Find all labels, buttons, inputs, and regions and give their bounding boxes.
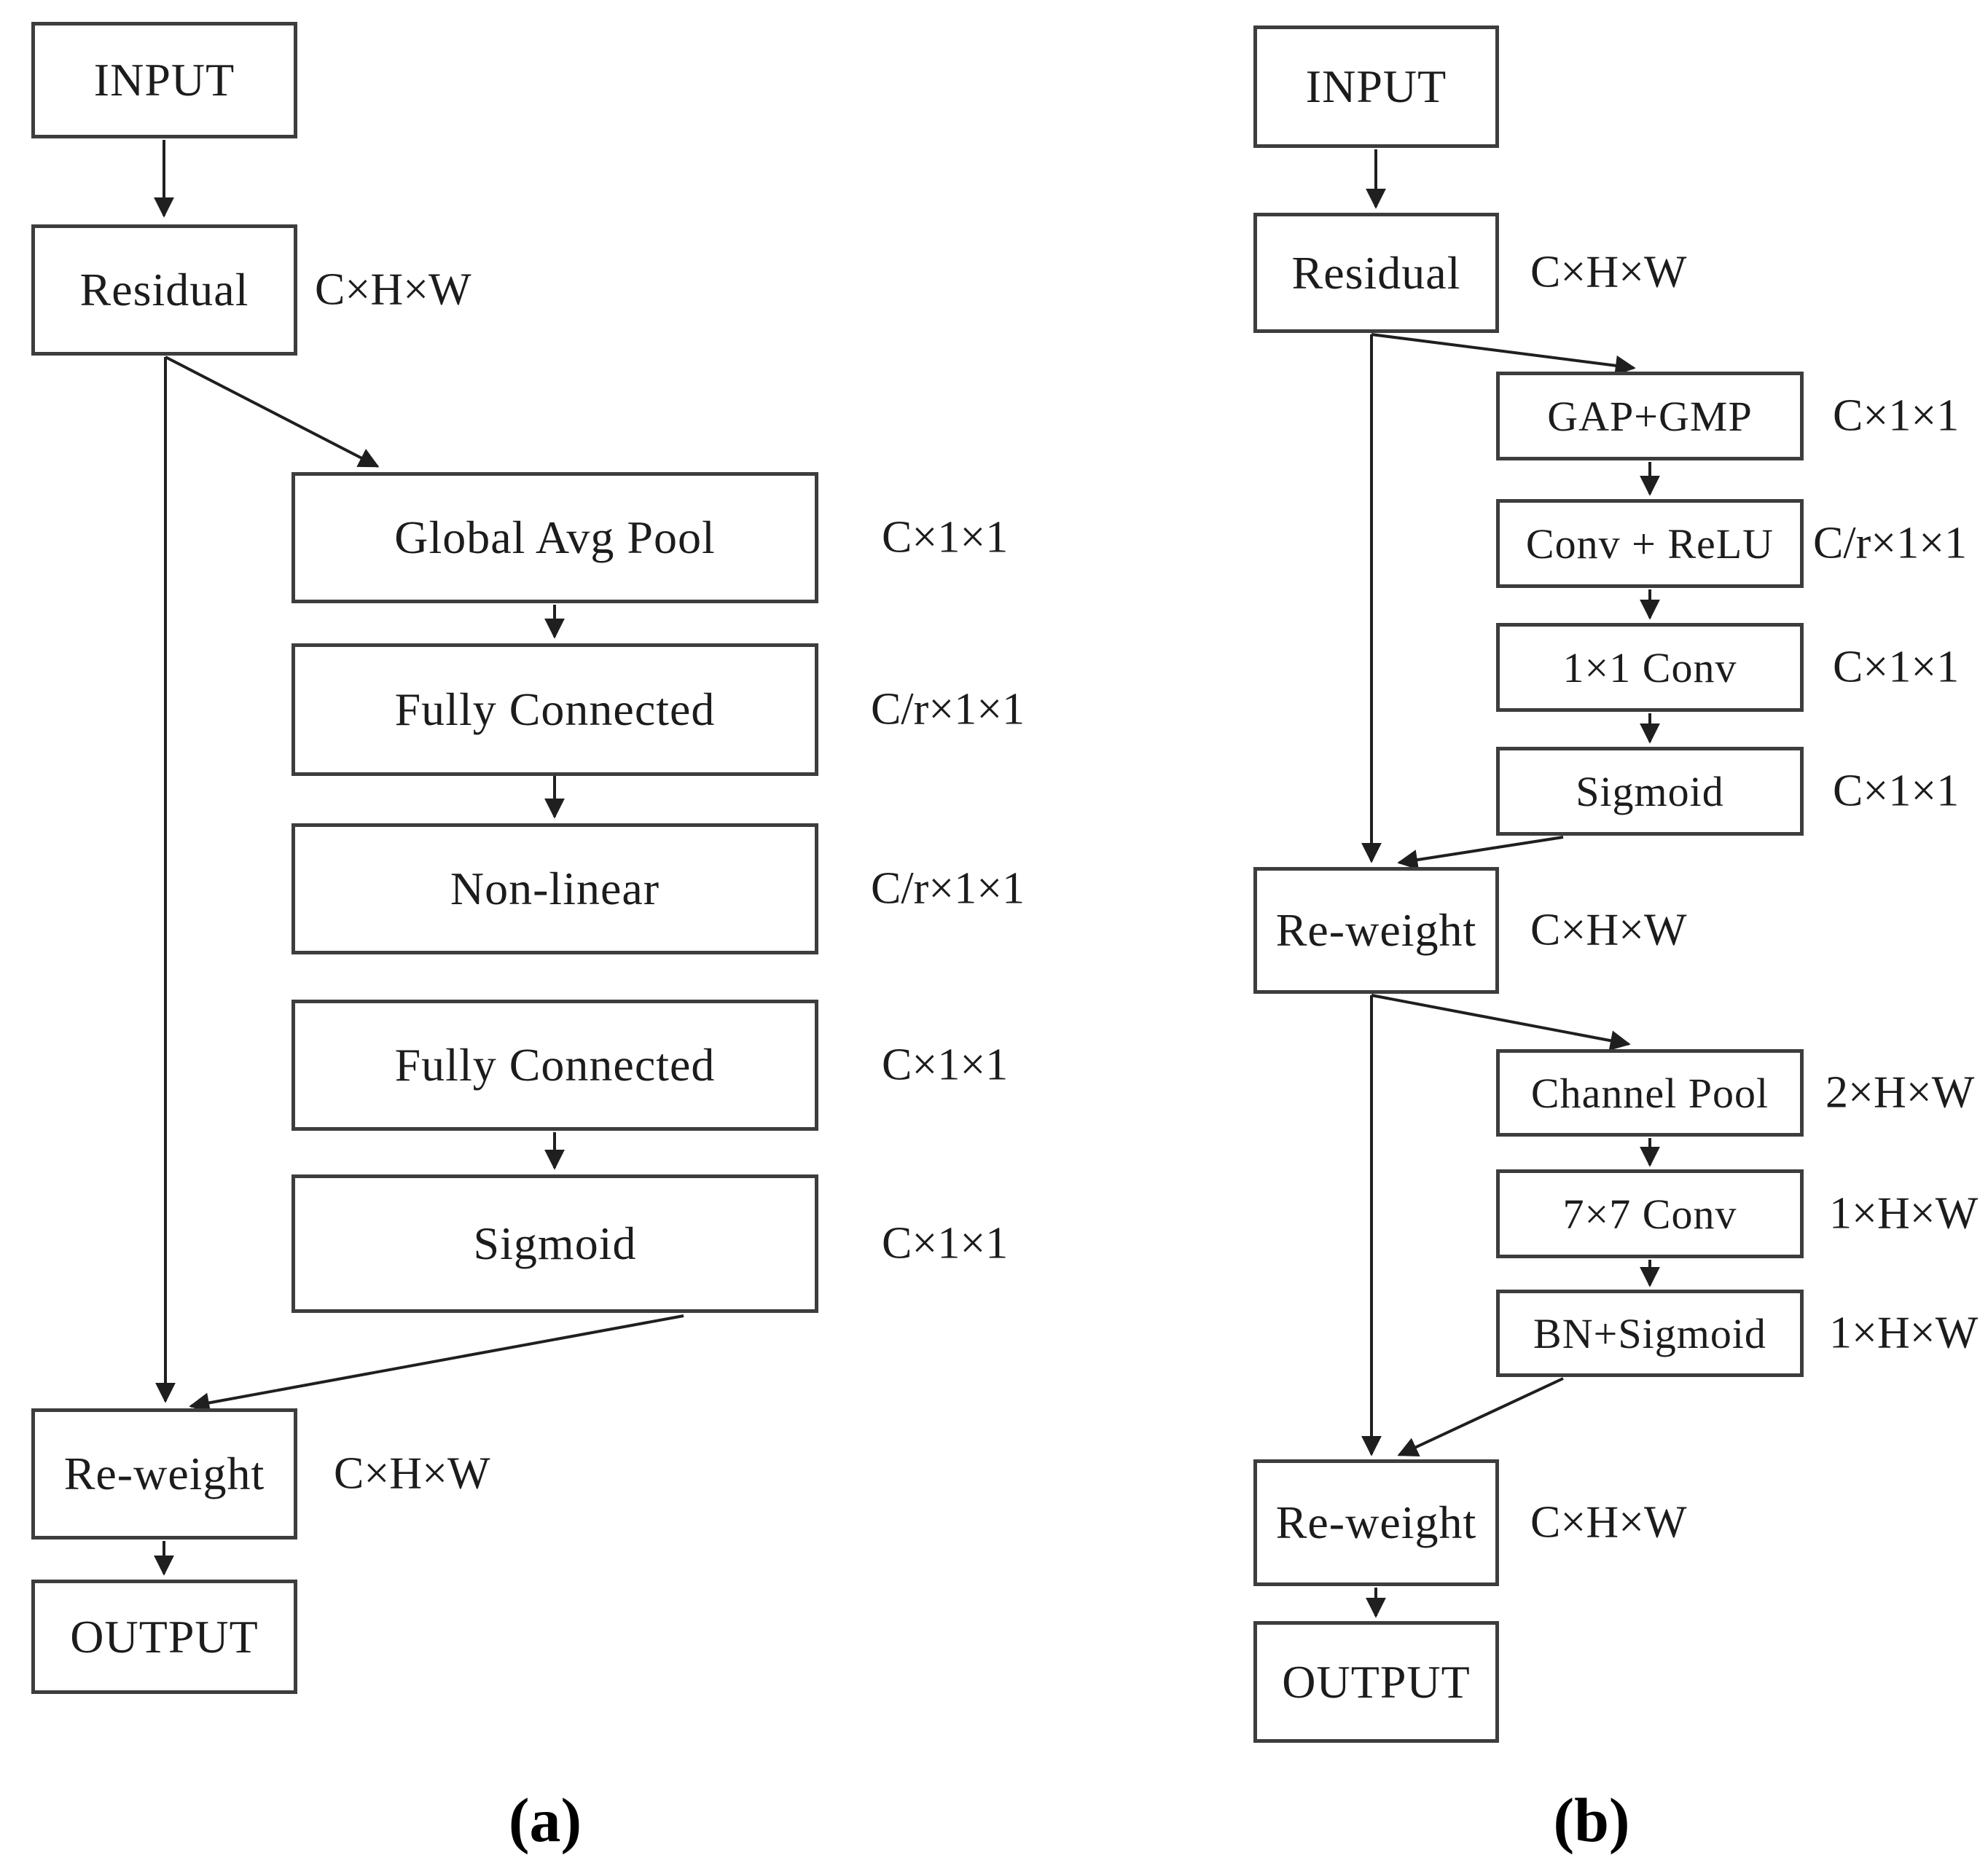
node-7x7-conv-b: 7×7 Conv <box>1496 1169 1804 1258</box>
node-reweight2-b: Re-weight <box>1253 1459 1499 1586</box>
node-bn-sigmoid-b: BN+Sigmoid <box>1496 1290 1804 1377</box>
caption-panel-b: (b) <box>1553 1785 1630 1855</box>
node-reweight-a: Re-weight <box>31 1408 297 1539</box>
node-fully-connected2-a: Fully Connected <box>291 1000 818 1131</box>
dim-sigmoid-a: C×1×1 <box>882 1218 1009 1268</box>
connectors-panel-a <box>154 140 684 1576</box>
dim-conv-relu-b: C/r×1×1 <box>1813 518 1968 568</box>
node-input-a: INPUT <box>31 22 297 138</box>
node-1x1-conv-b: 1×1 Conv <box>1496 623 1804 712</box>
arrow-residual-to-globalavgpool-a <box>165 356 380 468</box>
node-reweight1-b: Re-weight <box>1253 867 1499 994</box>
arrow-reweight1-to-channelpool-b <box>1371 994 1631 1051</box>
connectors-panel-b <box>1361 149 1660 1618</box>
node-gap-gmp-b: GAP+GMP <box>1496 372 1804 460</box>
dim-non-linear-a: C/r×1×1 <box>871 863 1025 914</box>
node-global-avg-pool-a: Global Avg Pool <box>291 472 818 603</box>
dim-sigmoid-b: C×1×1 <box>1833 766 1960 816</box>
dim-reweight1-b: C×H×W <box>1530 905 1687 955</box>
dim-bn-sigmoid-b: 1×H×W <box>1829 1308 1979 1358</box>
node-residual-a: Residual <box>31 224 297 356</box>
dim-1x1-conv-b: C×1×1 <box>1833 642 1960 692</box>
node-non-linear-a: Non-linear <box>291 823 818 954</box>
node-sigmoid-a: Sigmoid <box>291 1174 818 1313</box>
dim-channel-pool-b: 2×H×W <box>1825 1067 1975 1118</box>
node-sigmoid-b: Sigmoid <box>1496 747 1804 836</box>
arrow-bnsigmoid-to-reweight2-b <box>1397 1377 1564 1457</box>
node-output-a: OUTPUT <box>31 1580 297 1694</box>
node-input-b: INPUT <box>1253 26 1499 148</box>
dim-reweight-a: C×H×W <box>334 1448 490 1499</box>
arrow-sigmoid-to-reweight-a <box>189 1314 684 1413</box>
dim-fully-connected2-a: C×1×1 <box>882 1040 1009 1090</box>
node-residual-b: Residual <box>1253 213 1499 333</box>
dim-7x7-conv-b: 1×H×W <box>1829 1188 1979 1239</box>
node-conv-relu-b: Conv + ReLU <box>1496 499 1804 588</box>
node-fully-connected1-a: Fully Connected <box>291 643 818 776</box>
dim-residual-a: C×H×W <box>315 264 471 315</box>
dim-fully-connected1-a: C/r×1×1 <box>871 684 1025 734</box>
node-output-b: OUTPUT <box>1253 1621 1499 1743</box>
dim-reweight2-b: C×H×W <box>1530 1497 1687 1548</box>
caption-panel-a: (a) <box>508 1785 582 1855</box>
arrow-sigmoid-to-reweight1-b <box>1397 836 1564 870</box>
dim-gap-gmp-b: C×1×1 <box>1833 391 1960 441</box>
node-channel-pool-b: Channel Pool <box>1496 1049 1804 1137</box>
dim-global-avg-pool-a: C×1×1 <box>882 512 1009 562</box>
dim-residual-b: C×H×W <box>1530 247 1687 297</box>
arrow-residual-to-gapgmp-b <box>1371 333 1636 376</box>
